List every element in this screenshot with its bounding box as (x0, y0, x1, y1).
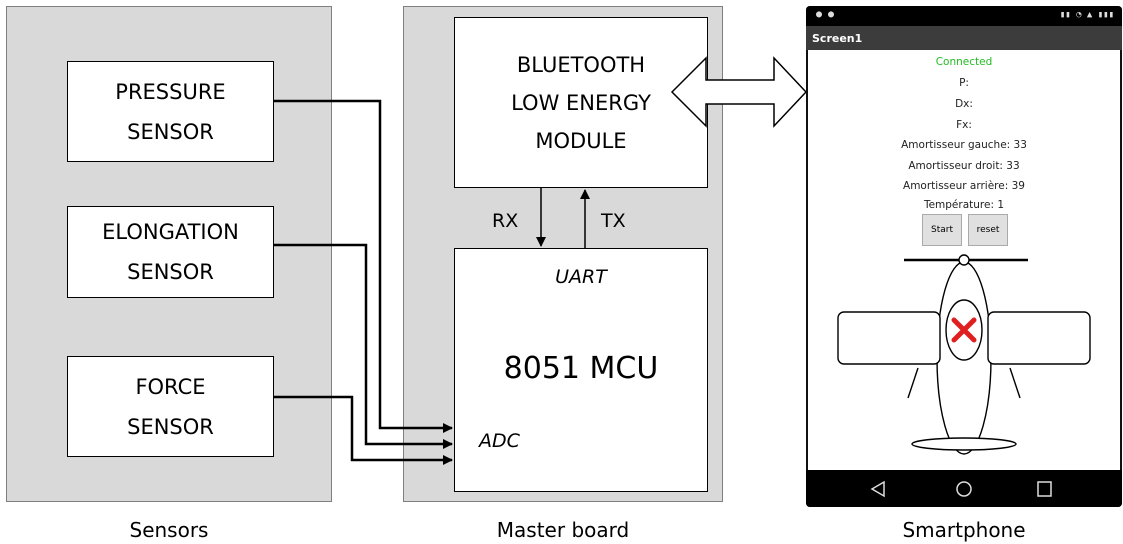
force-sensor-label-2: SENSOR (127, 414, 214, 439)
recents-icon (1037, 481, 1052, 497)
status-connected: Connected (935, 56, 993, 68)
sensors-caption: Sensors (129, 518, 209, 542)
right-wing (987, 311, 1091, 365)
tx-label: TX (601, 210, 626, 232)
elongation-wire (274, 243, 453, 449)
notification-icons: ● ● (816, 9, 835, 20)
back-icon (870, 480, 885, 498)
reading-fx: Fx: (956, 119, 972, 131)
reading-rear-damper: Amortisseur arrière: 39 (903, 180, 1025, 192)
phone-screen: Connected P: Dx: Fx: Amortisseur gauche:… (808, 50, 1120, 470)
elongation-sensor-box: ELONGATION SENSOR (67, 206, 274, 298)
reading-dx: Dx: (955, 98, 973, 110)
nav-icons (870, 480, 1052, 498)
ble-label-3: MODULE (535, 128, 627, 153)
rx-label: RX (492, 210, 519, 232)
reading-p: P: (959, 77, 969, 89)
adc-label: ADC (479, 430, 520, 452)
ble-label-1: BLUETOOTH (516, 52, 646, 77)
force-wire (274, 395, 453, 465)
reset-button[interactable]: reset (968, 214, 1008, 246)
reading-left-damper: Amortisseur gauche: 33 (901, 139, 1027, 151)
tail-plane (911, 437, 1017, 451)
close-icon (951, 317, 977, 343)
reading-temperature: Température: 1 (923, 199, 1005, 211)
pressure-sensor-label-2: SENSOR (127, 119, 214, 144)
elongation-sensor-label-2: SENSOR (127, 260, 214, 284)
gear-right (1009, 367, 1021, 399)
pressure-wire (274, 99, 453, 433)
uart-label: UART (555, 266, 607, 288)
pressure-sensor-box: PRESSURE SENSOR (67, 61, 274, 162)
ble-module-box: BLUETOOTH LOW ENERGY MODULE (454, 17, 708, 188)
android-nav-bar (806, 470, 1122, 507)
gear-left (907, 367, 919, 399)
mcu-box: UART 8051 MCU ADC (454, 248, 708, 492)
force-sensor-label-1: FORCE (135, 374, 206, 399)
smartphone-caption: Smartphone (902, 518, 1026, 542)
app-title: Screen1 (812, 32, 863, 45)
mcu-title: 8051 MCU (503, 351, 659, 386)
left-wing (837, 311, 941, 365)
status-bar: ● ● ▮▮ ◔ ▲ ▮▮▮ (806, 6, 1122, 26)
reading-right-damper: Amortisseur droit: 33 (908, 160, 1020, 172)
app-title-bar: Screen1 (806, 26, 1122, 50)
spinner (958, 254, 970, 266)
start-button[interactable]: Start (922, 214, 962, 246)
status-icons: ▮▮ ◔ ▲ ▮▮▮ (1059, 10, 1114, 20)
elongation-sensor-label-1: ELONGATION (102, 220, 239, 244)
pressure-sensor-label-1: PRESSURE (115, 79, 226, 104)
aircraft-diagram (837, 254, 1091, 455)
force-sensor-box: FORCE SENSOR (67, 356, 274, 457)
master-board-caption: Master board (496, 518, 630, 542)
ble-phone-double-arrow (670, 56, 808, 128)
smartphone: ● ● ▮▮ ◔ ▲ ▮▮▮ Screen1 Connected P: Dx: … (806, 6, 1122, 507)
ble-label-2: LOW ENERGY (511, 90, 651, 115)
home-icon (956, 481, 972, 497)
